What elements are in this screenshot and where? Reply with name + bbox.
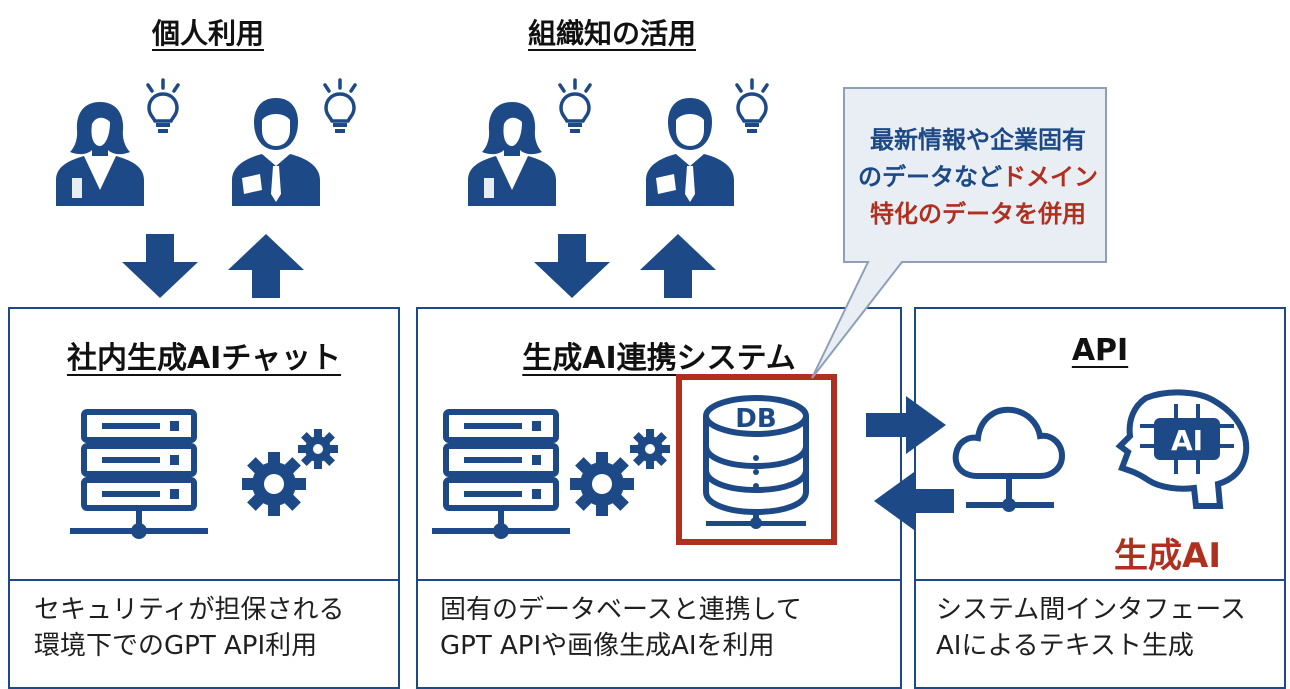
ai-brain-icon	[1115, 389, 1250, 509]
callout-line1: 最新情報や企業固有	[870, 126, 1086, 154]
arrow-right-icon	[866, 396, 946, 454]
arrow-up-icon	[228, 234, 304, 298]
server-icon	[432, 412, 570, 539]
callout-bubble	[811, 87, 1107, 379]
lightbulb-icon	[146, 78, 180, 135]
person-idea-icon	[232, 98, 320, 206]
lightbulb-icon	[558, 78, 592, 135]
db-highlight-frame	[676, 374, 837, 545]
heading-organizational-knowledge: 組織知の活用	[528, 17, 697, 50]
callout-line2-highlight: ドメイン	[1002, 163, 1098, 191]
person-idea-icon	[56, 102, 144, 206]
arrow-down-icon	[534, 234, 610, 298]
panel-title-genai-integration: 生成AI連携システム	[522, 341, 796, 376]
ai-chip-label: AI	[1171, 424, 1203, 457]
panel-internal-chat: 社内生成AIチャット	[8, 307, 400, 581]
panel-title-internal-chat: 社内生成AIチャット	[66, 341, 342, 376]
lightbulb-icon	[735, 78, 769, 135]
arrow-up-icon	[640, 234, 716, 298]
callout-line3: 特化のデータを併用	[870, 200, 1086, 228]
panel-title-api: API	[1071, 333, 1129, 368]
arrow-down-icon	[122, 234, 198, 298]
db-label: DB	[735, 404, 776, 434]
genai-label: 生成AI	[1114, 536, 1221, 576]
callout-line2: のデータなどドメイン	[848, 159, 1108, 196]
desc-internal-chat-line1: セキュリティが担保される	[34, 595, 345, 625]
desc-internal-chat-line2: 環境下でのGPT API利用	[34, 631, 318, 661]
desc-api-line1: システム間インタフェース	[936, 595, 1246, 625]
callout-text: 最新情報や企業固有 のデータなどドメイン 特化のデータを併用	[848, 122, 1108, 233]
lightbulb-icon	[323, 78, 357, 135]
desc-api-line2: AIによるテキスト生成	[936, 631, 1194, 661]
desc-genai-integration-line1: 固有のデータベースと連携して	[440, 595, 802, 625]
gears-icon	[570, 429, 670, 516]
person-idea-icon	[468, 102, 556, 206]
arrow-left-icon	[874, 472, 954, 530]
gears-icon	[242, 429, 338, 516]
server-icon	[70, 412, 208, 539]
heading-personal-use: 個人利用	[152, 17, 265, 50]
callout-line2-prefix: のデータなど	[858, 163, 1002, 191]
cloud-network-icon	[952, 406, 1066, 512]
desc-genai-integration-line2: GPT APIや画像生成AIを利用	[440, 631, 775, 661]
database-icon	[703, 395, 809, 529]
person-idea-icon	[646, 98, 734, 206]
